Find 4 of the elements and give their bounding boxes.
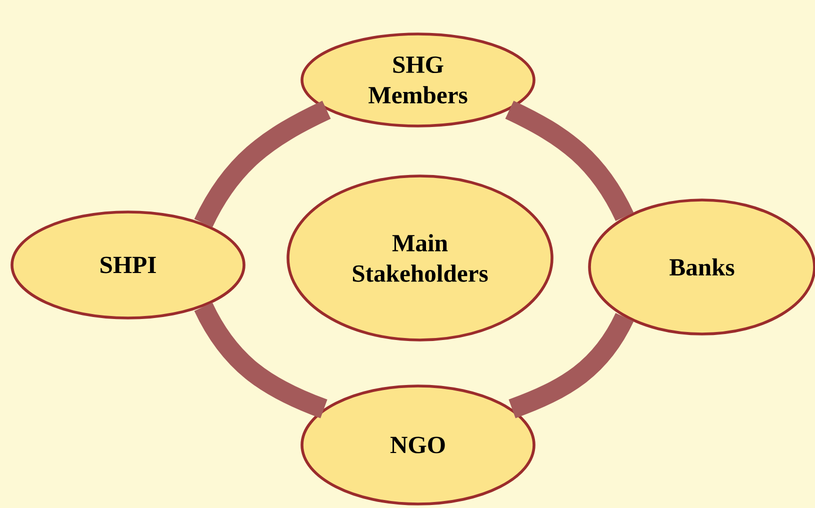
ring-arc bbox=[508, 312, 634, 418]
ring-arc bbox=[194, 302, 328, 418]
ring-arc bbox=[194, 100, 331, 228]
ring-arc bbox=[505, 100, 634, 222]
